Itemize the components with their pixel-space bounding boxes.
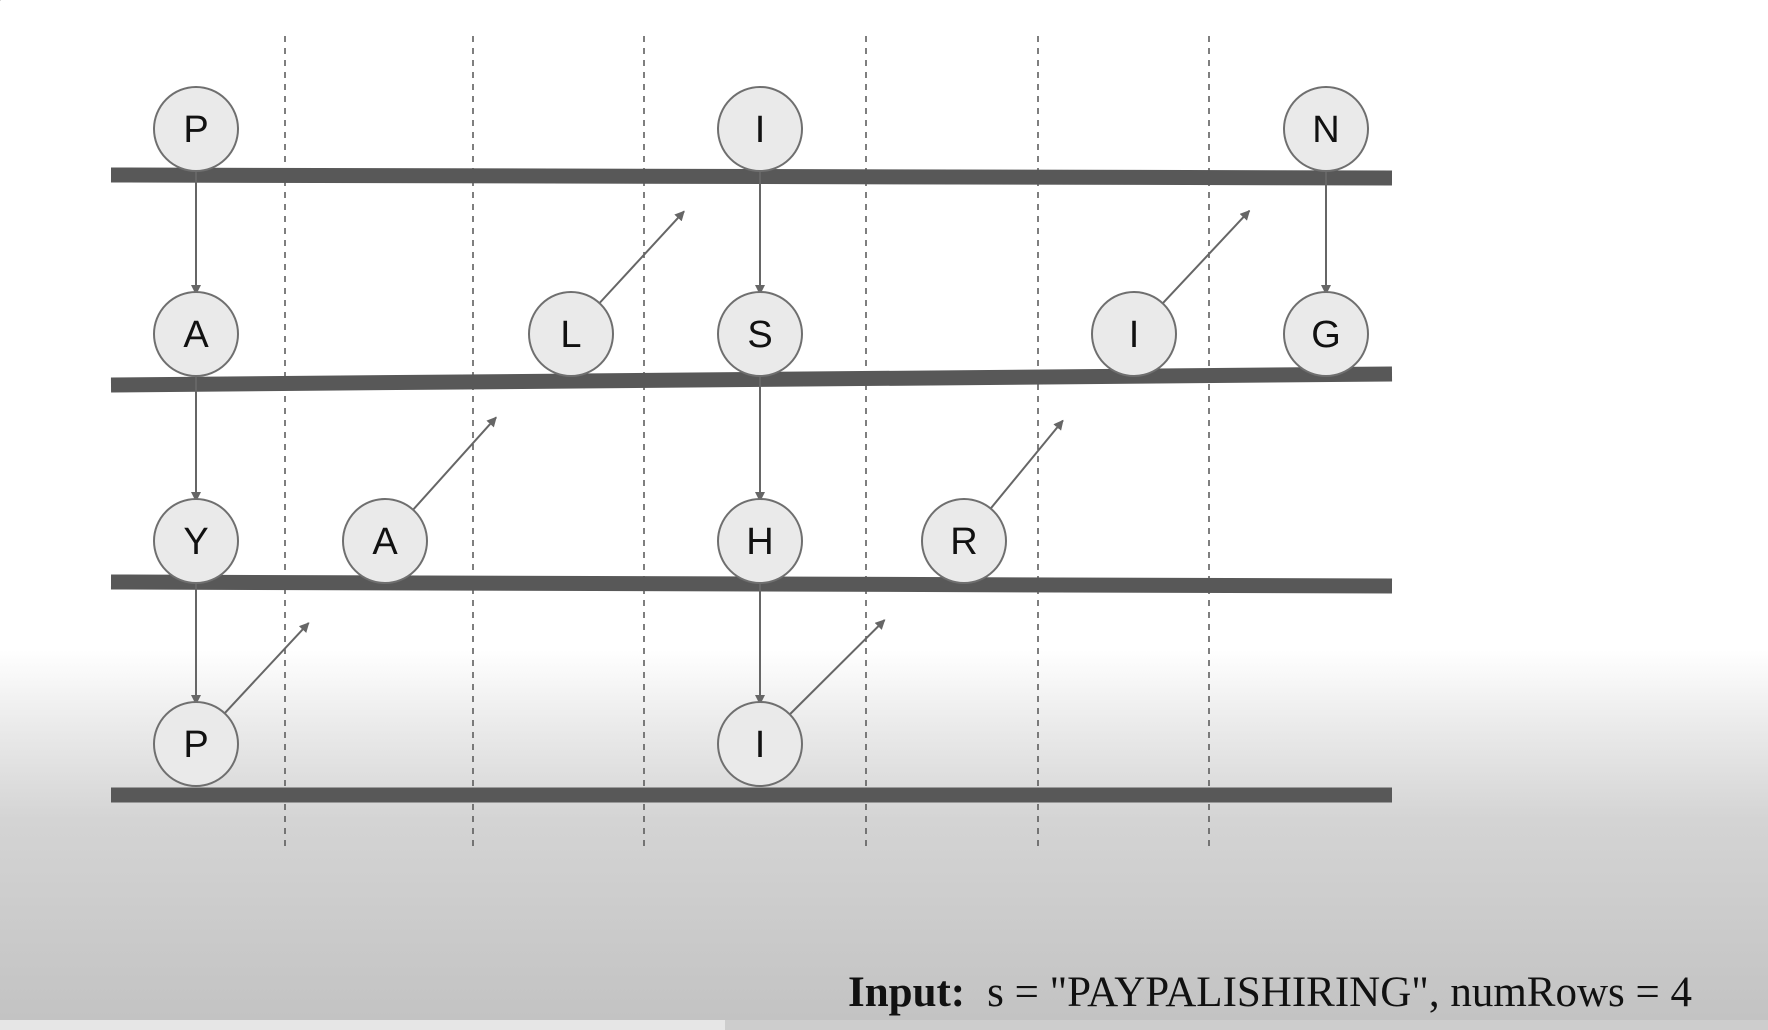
letter-node-4: A [342,498,428,584]
video-progress-fill [0,1020,725,1030]
input-caption: Input: s = "PAYPALISHIRING", numRows = 4 [848,968,1692,1017]
path-arrow-4 [412,416,497,511]
path-arrows [191,171,1331,716]
node-circle [342,498,428,584]
node-letter: S [747,314,772,356]
node-letter: Y [183,521,208,563]
letter-node-11: I [1091,291,1177,377]
input-text: s = "PAYPALISHIRING", numRows = 4 [987,969,1693,1016]
node-circle [717,291,803,377]
node-letter: L [560,314,581,356]
node-letter: I [755,724,766,766]
letter-node-7: S [717,291,803,377]
video-progress-track[interactable] [0,1020,1768,1030]
node-letter: I [1129,314,1140,356]
node-letter: A [372,521,398,563]
input-label: Input: [848,969,966,1016]
node-circle [717,86,803,172]
path-arrow-9 [789,619,886,716]
row-rail-1 [110,366,1393,393]
letter-node-13: G [1283,291,1369,377]
node-letter: I [755,109,766,151]
node-circle [921,498,1007,584]
letter-node-12: N [1283,86,1369,172]
letter-node-2: Y [153,498,239,584]
node-letter: H [746,521,773,563]
node-circle [717,498,803,584]
node-letter: G [1311,314,1341,356]
node-circle [717,701,803,787]
letter-node-0: P [153,86,239,172]
letter-node-3: P [153,701,239,787]
row-rail-2 [110,574,1393,594]
letter-nodes: P A Y P A L I S H I R I N G [153,86,1369,787]
row-rails [110,167,1393,803]
node-letter: A [183,314,209,356]
node-letter: R [950,521,977,563]
path-arrow-5 [598,210,685,304]
node-circle [1283,291,1369,377]
node-circle [153,701,239,787]
node-circle [1283,86,1369,172]
node-circle [1091,291,1177,377]
letter-node-9: I [717,701,803,787]
path-arrow-3 [223,622,310,714]
node-circle [153,498,239,584]
letter-node-10: R [921,498,1007,584]
letter-node-6: I [717,86,803,172]
node-circle [528,291,614,377]
node-letter: P [183,109,208,151]
node-letter: N [1312,109,1339,151]
letter-node-5: L [528,291,614,377]
node-circle [153,86,239,172]
path-arrow-10 [989,419,1064,510]
node-circle [153,291,239,377]
node-letter: P [183,724,208,766]
row-rail-0 [110,167,1393,186]
path-arrow-11 [1161,210,1251,305]
letter-node-8: H [717,498,803,584]
letter-node-1: A [153,291,239,377]
